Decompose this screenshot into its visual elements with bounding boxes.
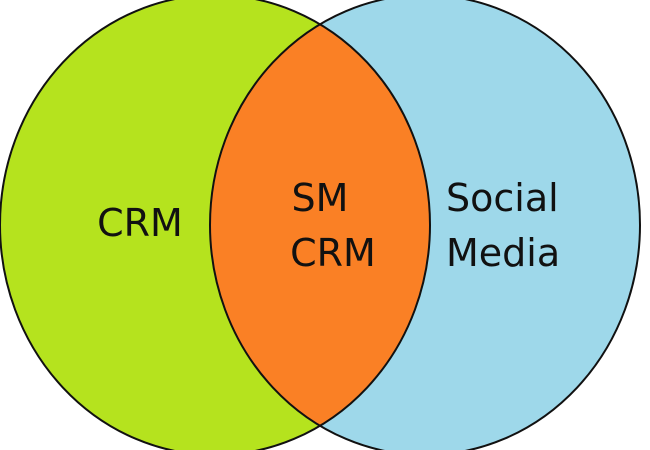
intersection-label-line1: SM bbox=[292, 176, 349, 220]
social-media-label-line1: Social bbox=[446, 176, 559, 220]
intersection-region bbox=[210, 0, 430, 450]
social-media-circle-outline bbox=[209, 0, 641, 450]
crm-circle-outline bbox=[0, 0, 431, 450]
social-media-label-line2: Media bbox=[446, 231, 560, 275]
intersection-label-line2: CRM bbox=[290, 231, 376, 275]
crm-label: CRM bbox=[97, 201, 183, 245]
